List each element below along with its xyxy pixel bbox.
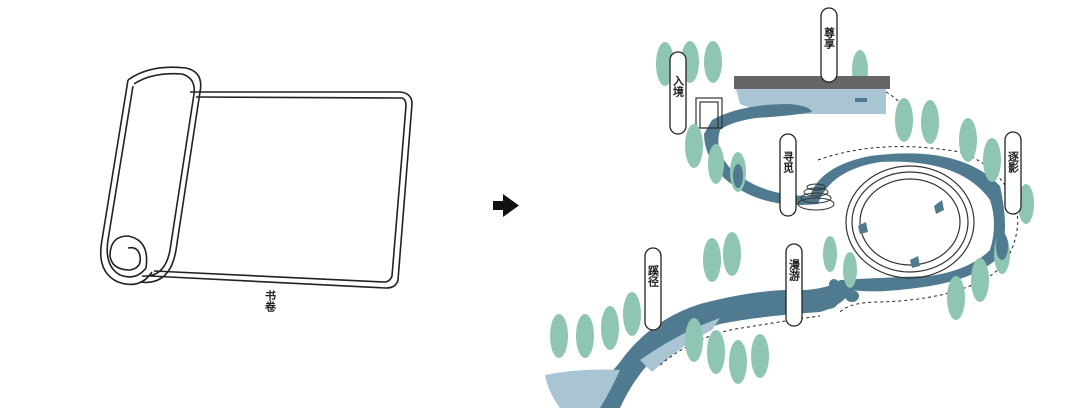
scroll-caption: 书卷 <box>264 289 278 312</box>
station-label-wander: 漫游 <box>785 243 803 327</box>
right-arrow-icon <box>493 194 519 217</box>
pavilion-building <box>734 76 890 89</box>
station-label-journey: 蹊径 <box>644 247 662 331</box>
river-stream <box>560 104 1005 408</box>
lower-pool <box>545 369 620 408</box>
station-label-search: 寻觅 <box>779 133 797 217</box>
station-text: 漫游 <box>788 258 801 282</box>
station-label-entrance: 入境 <box>669 51 687 135</box>
station-label-pavilion: 尊享 <box>820 7 838 83</box>
station-text: 逐影 <box>1007 151 1020 174</box>
plaza-stones <box>858 200 944 268</box>
landscape-plan: 入境 尊享 寻觅 逐影 漫游 蹊径 <box>545 7 1034 408</box>
tree-group <box>550 98 1034 384</box>
scroll-illustration <box>99 66 413 289</box>
station-text: 寻觅 <box>782 151 795 174</box>
station-label-reflection: 逐影 <box>1004 131 1022 215</box>
station-text: 入境 <box>672 75 685 98</box>
circular-plaza <box>845 165 975 279</box>
entrance-gate <box>695 97 723 129</box>
station-text: 蹊径 <box>647 264 660 288</box>
spiral-mound <box>797 183 835 211</box>
rock-features <box>733 164 1008 309</box>
station-text: 尊享 <box>823 26 836 50</box>
